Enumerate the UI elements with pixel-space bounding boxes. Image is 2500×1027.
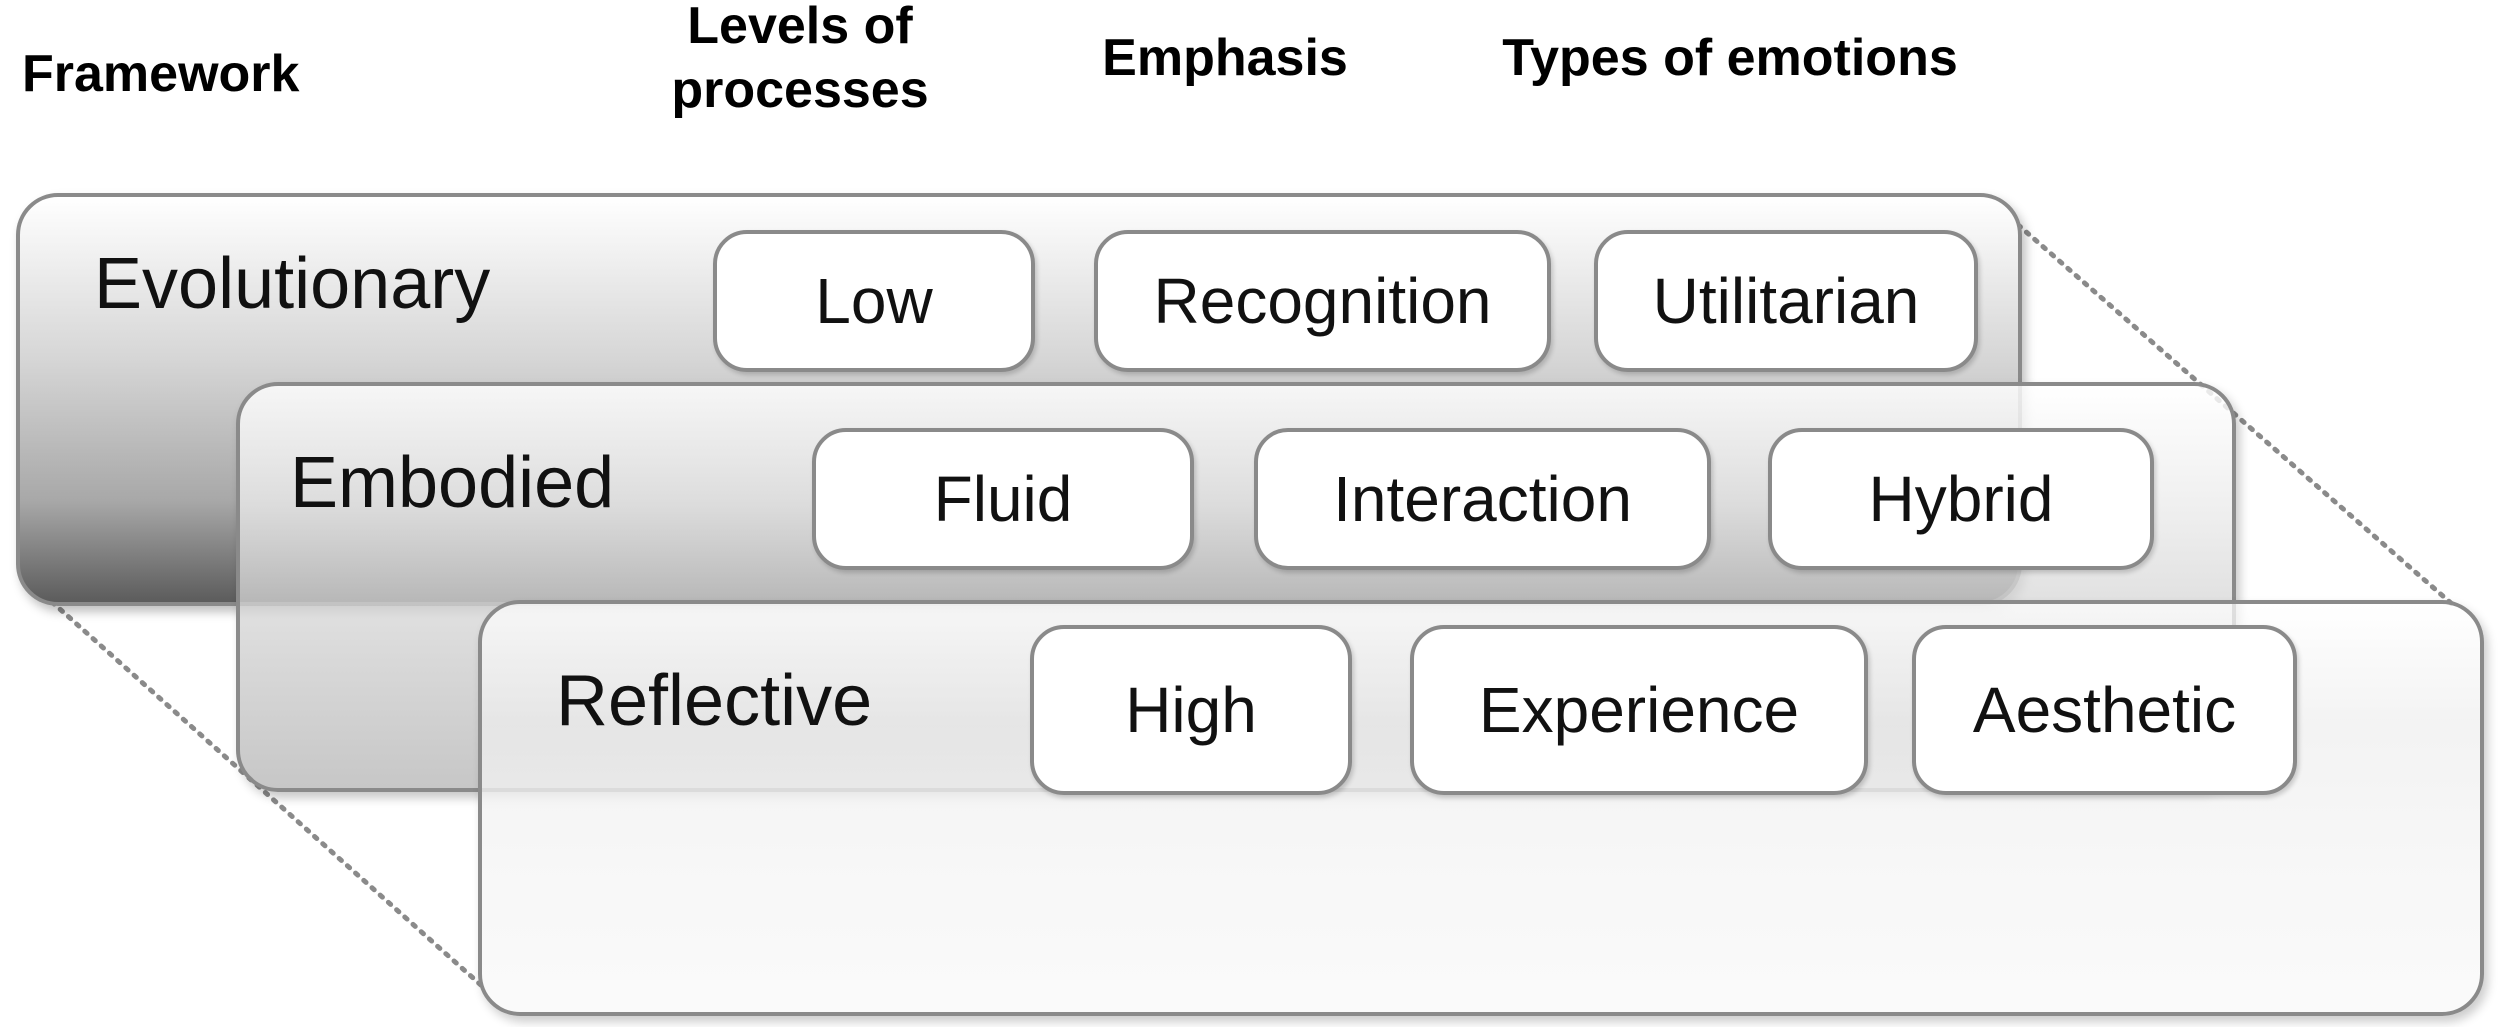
header-emphasis: Emphasis bbox=[1102, 29, 1348, 87]
level-high: High bbox=[1030, 625, 1352, 795]
dotted-line-bottom-left bbox=[49, 599, 485, 989]
layer-title-reflective: Reflective bbox=[556, 661, 873, 741]
header-framework: Framework bbox=[22, 45, 300, 103]
emotion-utilitarian: Utilitarian bbox=[1594, 230, 1978, 372]
emphasis-experience: Experience bbox=[1410, 625, 1868, 795]
level-fluid: Fluid bbox=[812, 428, 1194, 570]
layer-title-evolutionary: Evolutionary bbox=[94, 244, 491, 324]
level-low: Low bbox=[713, 230, 1035, 372]
layer-title-embodied: Embodied bbox=[290, 443, 615, 523]
emotion-hybrid: Hybrid bbox=[1768, 428, 2154, 570]
emphasis-recognition: Recognition bbox=[1094, 230, 1551, 372]
header-levels-of-processes: Levels of processes bbox=[671, 0, 929, 119]
emotion-aesthetic: Aesthetic bbox=[1912, 625, 2297, 795]
header-types-of-emotions: Types of emotions bbox=[1502, 29, 1958, 87]
emphasis-interaction: Interaction bbox=[1254, 428, 1711, 570]
